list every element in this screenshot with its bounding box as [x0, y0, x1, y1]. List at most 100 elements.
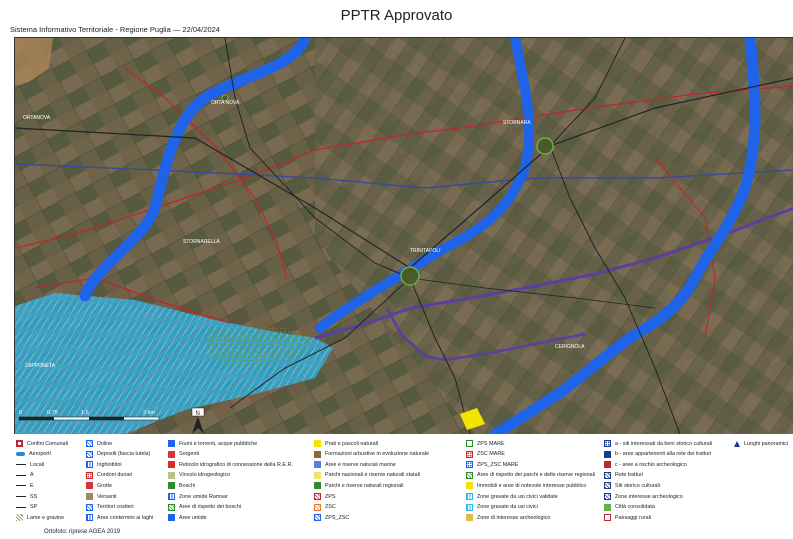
legend-swatch-icon: [168, 471, 175, 479]
legend-label: Parchi nazionali e riserve naturali stat…: [325, 472, 420, 479]
legend-swatch-icon: [168, 461, 175, 469]
legend-label: Zone di interesse archeologico: [477, 514, 551, 521]
legend-swatch-icon: [604, 514, 611, 522]
legend-swatch-icon: [16, 464, 26, 466]
legend-swatch-icon: [16, 485, 26, 487]
legend-swatch-icon: [86, 461, 93, 469]
legend-label: Vincolo idrogeologico: [179, 472, 231, 479]
legend-item: Cordoni dunari: [86, 471, 132, 480]
legend-label: ZPS: [325, 493, 336, 500]
legend-swatch-icon: [604, 471, 611, 479]
legend-swatch-icon: [86, 503, 93, 511]
municipal-boundary: [124, 67, 288, 279]
legend-label: Depositi (fascia tutela): [97, 451, 151, 458]
legend-label: ZPS_ZSC: [325, 514, 350, 521]
legend-swatch-icon: [168, 514, 175, 522]
legend-label: Aree e riserve naturali marine: [325, 461, 396, 468]
meadow-area: [205, 328, 315, 368]
legend-item: Aree di rispetto dei boschi: [168, 503, 241, 512]
place-label: ZAPPONETA: [25, 363, 56, 369]
legend-item: b - aree appartenenti alla rete dei trat…: [604, 450, 711, 459]
legend-item: ZPS MARE: [466, 439, 505, 448]
legend-item: Aree umide: [168, 513, 207, 522]
legend-label: Aeroporti: [29, 451, 51, 458]
road: [409, 277, 656, 309]
legend-swatch-icon: [604, 482, 611, 490]
legend-swatch-icon: [604, 493, 611, 500]
scale-tick: 0: [19, 410, 22, 416]
legend-item: Confini Comunali: [16, 439, 68, 448]
legend-item: Aree contermini ai laghi: [86, 513, 153, 522]
map-viewport[interactable]: ORTANOVA ORTA NOVA STORNARELLA STORNARA …: [14, 37, 793, 434]
legend-label: Lame e gravine: [27, 514, 65, 521]
legend-item: a - siti interessati da beni storico cul…: [604, 439, 712, 448]
legend-swatch-icon: [604, 440, 611, 447]
legend-swatch-icon: [314, 482, 321, 490]
legend-item: ZSC: [314, 503, 336, 512]
legend-label: Luoghi panoramici: [744, 440, 789, 447]
legend-label: Confini Comunali: [27, 440, 69, 447]
legend-item: Locali: [16, 460, 44, 469]
legend-label: Doline: [97, 440, 113, 447]
legend-item: Parchi e riserve naturali regionali: [314, 481, 404, 490]
place-label: STORNARA: [503, 120, 531, 126]
zps-hatch-area: [15, 288, 335, 434]
legend-item: Formazioni arbustive in evoluzione natur…: [314, 450, 429, 459]
road: [15, 77, 793, 269]
tratturo: [314, 206, 793, 340]
legend-label: b - aree appartenenti alla rete dei trat…: [615, 451, 712, 458]
page-title: PPTR Approvato: [340, 7, 453, 24]
legend-swatch-icon: [314, 471, 321, 479]
legend-swatch-icon: [314, 514, 321, 522]
legend-label: Città consolidata: [615, 504, 655, 511]
place-label: ORTA NOVA: [211, 100, 240, 106]
town-consolidated: [221, 94, 229, 102]
legend-item: Inghiottitoi: [86, 460, 122, 469]
legend-swatch-icon: [168, 493, 175, 500]
river-channel: [315, 38, 535, 333]
legend-swatch-icon: [16, 506, 26, 508]
legend-swatch-icon: [168, 503, 175, 511]
legend-item: SS: [16, 492, 37, 501]
legend-swatch-icon: [86, 493, 93, 500]
legend-item: Siti storico culturali: [604, 481, 660, 490]
legend-label: Zone gravate da usi civici validate: [477, 493, 558, 500]
legend-label: Aree umide: [179, 514, 207, 521]
road: [409, 277, 471, 434]
legend-item: Prati e pascoli naturali: [314, 439, 378, 448]
legend-item: Grotte: [86, 481, 112, 490]
legend-swatch-icon: [314, 461, 321, 469]
scale-bar: 0 0.75 1.5 3 km: [18, 410, 160, 421]
legend-swatch-icon: [16, 474, 26, 476]
legend-label: Cordoni dunari: [97, 472, 133, 479]
town-consolidated: [400, 266, 420, 286]
scale-tick: 0.75: [47, 410, 58, 416]
river-channel: [79, 38, 311, 302]
legend-item: Rete tratturi: [604, 471, 643, 480]
legend-label: Fiumi e torrenti, acque pubbliche: [179, 440, 258, 447]
legend-label: Locali: [30, 461, 45, 468]
north-label: N: [196, 411, 200, 417]
legend-swatch-icon: [604, 450, 611, 458]
legend-label: SP: [30, 504, 38, 511]
legend-item: Vincolo idrogeologico: [168, 471, 230, 480]
map-canvas[interactable]: ORTANOVA ORTA NOVA STORNARELLA STORNARA …: [15, 38, 793, 434]
legend-item: ZSC MARE: [466, 450, 505, 459]
tratturo: [385, 307, 586, 362]
legend-item: Territori costieri: [86, 503, 134, 512]
road: [224, 38, 411, 279]
legend-label: ZSC MARE: [477, 451, 505, 458]
legend-item: ZPS_ZSC MARE: [466, 460, 518, 469]
legend-label: Aree contermini ai laghi: [97, 514, 154, 521]
municipal-boundary: [34, 277, 231, 324]
legend-label: Versanti: [97, 493, 117, 500]
legend-swatch-icon: [16, 440, 23, 447]
north-arrow-icon: N: [191, 407, 205, 434]
legend-label: Sorgenti: [179, 451, 200, 458]
legend-item: E: [16, 481, 34, 490]
legend-item: Zone gravate da usi civici validate: [466, 492, 558, 501]
legend-label: A: [30, 472, 34, 479]
legend-item: Zone interesse archeologico: [604, 492, 683, 501]
legend-swatch-icon: [466, 514, 473, 522]
legend-item: A: [16, 471, 34, 480]
